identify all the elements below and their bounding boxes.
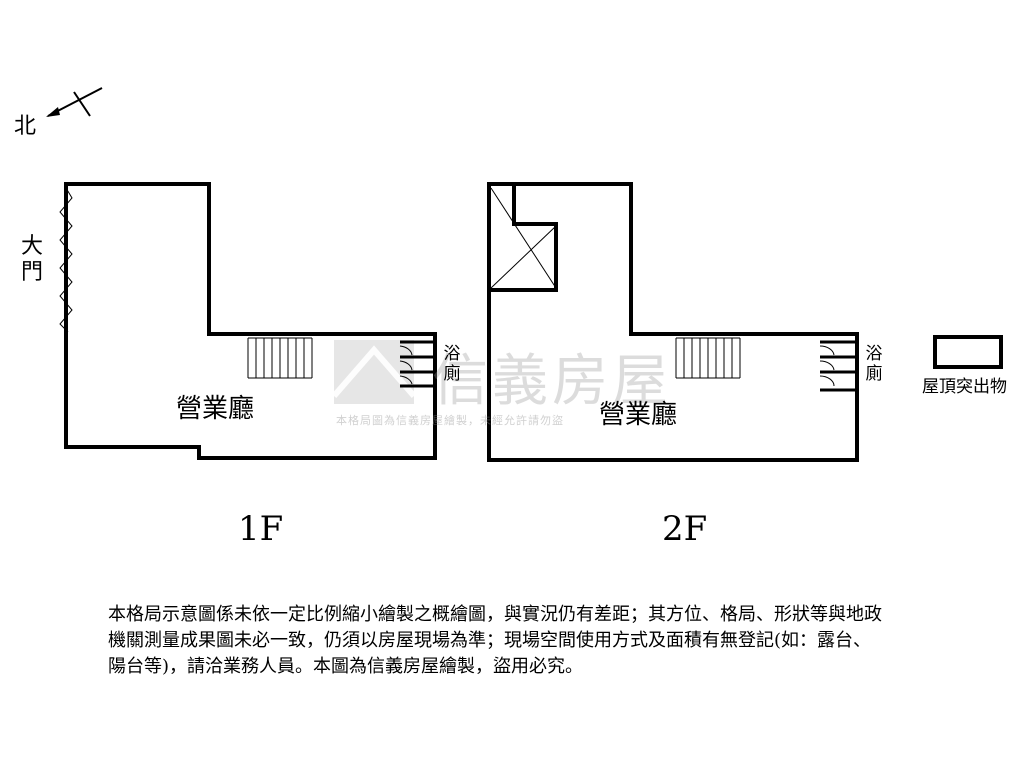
watermark-notice: 本格局圖為信義房屋繪製，未經允許請勿盜 <box>336 414 564 427</box>
floor1-bathroom-label: 浴廁 <box>443 344 461 384</box>
floor1-title: 1F <box>238 509 284 549</box>
floor1-stairs-icon <box>247 337 313 379</box>
roof-structure-icon <box>933 335 1003 369</box>
entrance-door-icon <box>59 187 73 333</box>
floor2-title: 2F <box>662 509 708 549</box>
north-arrow-icon <box>46 87 103 117</box>
floor2-stairwell-icon <box>490 186 558 292</box>
north-label: 北 <box>14 114 37 139</box>
floor2-bathroom-label: 浴廁 <box>865 344 883 384</box>
roof-structure-label: 屋頂突出物 <box>922 377 1007 397</box>
floor1-hall-label: 營業廳 <box>176 394 255 424</box>
watermark-brand: 信義房屋 <box>432 349 672 414</box>
floor1-walls <box>64 182 437 460</box>
floor2-void-icon <box>489 226 558 292</box>
floor2-bathroom-fixtures-icon <box>819 340 857 392</box>
floor2-walls <box>487 182 859 462</box>
floor1-bathroom-fixtures-icon <box>399 340 435 388</box>
disclaimer-text: 本格局示意圖係未依一定比例縮小繪製之概繪圖，與實況仍有差距；其方位、格局、形狀等… <box>108 604 882 677</box>
floor2-stairs-icon <box>675 337 741 379</box>
entrance-label: 大門 <box>20 234 43 285</box>
floor2-hall-label: 營業廳 <box>599 400 678 430</box>
